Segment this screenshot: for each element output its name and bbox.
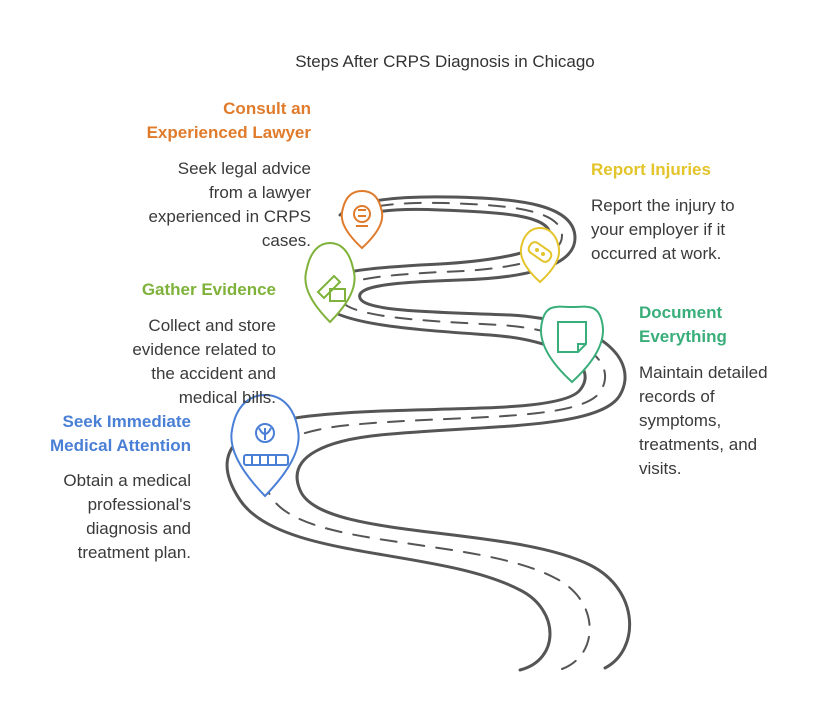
pin-consult-lawyer (340, 189, 384, 250)
desc-line: Collect and store (148, 316, 276, 335)
desc-line: treatments, and (639, 435, 758, 454)
desc-line: Obtain a medical (63, 471, 191, 490)
desc-line: Report the injury to (591, 196, 735, 215)
step-title-gather-evidence: Gather Evidence (142, 278, 276, 302)
medical-icon (243, 423, 289, 466)
step-title-line: Consult an (223, 99, 311, 118)
step-title-line: Medical Attention (49, 436, 191, 455)
desc-line: diagnosis and (86, 519, 191, 538)
pin-report-injuries-shape (519, 226, 561, 284)
pin-gather-evidence-shape (304, 241, 356, 324)
desc-line: your employer if it (591, 220, 726, 239)
step-title-report-injuries: Report Injuries (591, 158, 711, 182)
desc-line: experienced in CRPS (148, 207, 311, 226)
pin-consult-lawyer-shape (340, 189, 384, 250)
pin-seek-medical-shape (230, 393, 300, 498)
step-desc-report-injuries: Report the injury to your employer if it… (591, 194, 735, 266)
desc-line: professional's (87, 495, 191, 514)
desc-line: visits. (639, 459, 682, 478)
diagram-title: Steps After CRPS Diagnosis in Chicago (295, 52, 595, 71)
step-title-line: Seek Immediate (62, 412, 191, 431)
pin-seek-medical (230, 393, 300, 498)
step-title-line: Report Injuries (591, 160, 711, 179)
step-desc-consult-lawyer: Seek legal advice from a lawyer experien… (148, 157, 311, 253)
desc-line: from a lawyer (208, 183, 311, 202)
desc-line: evidence related to (132, 340, 276, 359)
pin-document-everything-shape (539, 305, 605, 384)
pin-gather-evidence (304, 241, 356, 324)
pin-report-injuries (519, 226, 561, 284)
lawyer-icon (353, 205, 371, 227)
bandage-icon (527, 241, 553, 263)
evidence-icon (316, 274, 346, 302)
desc-line: medical bills. (178, 388, 276, 407)
step-desc-document-everything: Maintain detailed records of symptoms, t… (639, 361, 768, 481)
desc-line: Maintain detailed (639, 363, 768, 382)
desc-line: symptoms, (639, 411, 722, 430)
step-title-line: Everything (639, 327, 727, 346)
desc-line: treatment plan. (77, 543, 191, 562)
step-title-line: Gather Evidence (141, 280, 276, 299)
step-title-document-everything: Document Everything (639, 301, 727, 349)
step-title-line: Experienced Lawyer (146, 123, 311, 142)
desc-line: Seek legal advice (177, 159, 311, 178)
desc-line: cases. (261, 231, 311, 250)
step-title-line: Document (639, 303, 723, 322)
step-title-seek-medical: Seek Immediate Medical Attention (50, 410, 191, 458)
step-desc-seek-medical: Obtain a medical professional's diagnosi… (63, 469, 191, 565)
desc-line: occurred at work. (591, 244, 722, 263)
desc-line: records of (639, 387, 715, 406)
step-title-consult-lawyer: Consult an Experienced Lawyer (147, 97, 311, 145)
desc-line: the accident and (151, 364, 276, 383)
step-desc-gather-evidence: Collect and store evidence related to th… (132, 314, 276, 410)
pin-document-everything (539, 305, 605, 384)
document-icon (557, 321, 587, 353)
road-center-dashed (262, 201, 607, 670)
